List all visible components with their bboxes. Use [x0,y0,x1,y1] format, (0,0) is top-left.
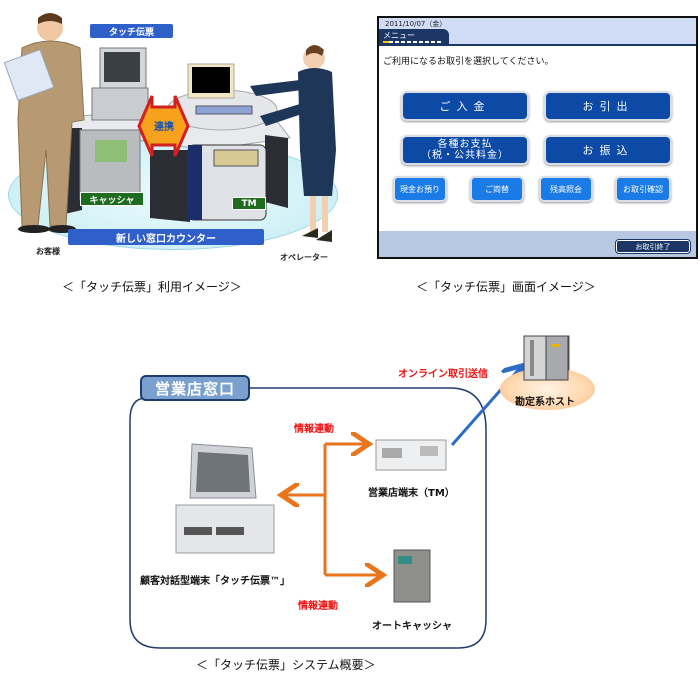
tm-device [375,439,447,471]
info-link-label-top: 情報連動 [294,424,334,435]
screen-header: 2011/10/07（金） メニュー [379,18,696,46]
touch-denpyo-screen: 2011/10/07（金） メニュー ご利用になるお取引を選択してください。 ご… [377,16,698,259]
new-counter-label: 新しい窓口カウンター [68,229,264,245]
touch-terminal-label: 顧客対話型端末「タッチ伝票™」 [140,576,290,587]
auto-cashier-device [393,549,431,603]
tm-terminal-label: 営業店端末（TM） [368,488,455,499]
tm-side [188,145,202,220]
exchange-button[interactable]: ご両替 [470,176,524,202]
payment-button[interactable]: 各種お支払 （税・公共料金） [401,135,529,165]
touch-terminal-device [175,443,275,554]
screen-instruction: ご利用になるお取引を選択してください。 [383,57,554,67]
cashier-slot [95,140,127,162]
touch-denpyo-label: タッチ伝票 [90,24,173,38]
deposit-button[interactable]: ご入金 [401,91,529,121]
operator-jacket [298,68,336,152]
tm-label: TM [232,197,266,210]
host-label: 勘定系ホスト [515,397,575,408]
branch-window-label: 営業店窓口 [140,375,250,401]
tm-tray [213,149,259,167]
usage-image-caption: ＜「タッチ伝票」利用イメージ＞ [62,280,242,294]
progress-dots [383,41,443,43]
cashier-label: キャッシャ [80,192,144,206]
transfer-button[interactable]: お振込 [544,135,672,165]
screen-date: 2011/10/07（金） [385,20,447,28]
renkei-double-arrow-icon [137,95,190,157]
withdraw-button[interactable]: お引出 [544,91,672,121]
transaction-confirm-button[interactable]: お取引確認 [615,176,671,202]
end-transaction-button[interactable]: お取引終了 [615,239,691,254]
renkei-label: 連携 [154,122,174,133]
payment-button-line2: （税・公共料金） [421,150,509,161]
screen-footer: お取引終了 [379,231,696,257]
usage-illustration: タッチ伝票 連携 キャッシャ TM 新しい窓口カウンター お客様 オペレーター [0,0,350,262]
customer-label: お客様 [36,247,60,256]
info-link-label-bottom: 情報連動 [298,601,338,612]
operator-skirt [300,150,336,196]
operator-label: オペレーター [280,253,328,262]
keyboard [195,105,253,115]
touch-terminal-screen [104,52,140,82]
menu-tab-label: メニュー [383,31,415,40]
cash-deposit-button[interactable]: 現金お預り [393,176,447,202]
payment-button-line1: 各種お支払 [437,139,493,150]
system-overview-caption: ＜「タッチ伝票」システム概要＞ [196,658,376,672]
customer-documents [3,49,55,101]
branch-boundary [129,387,487,649]
counter-scene [3,13,336,242]
balance-inquiry-button[interactable]: 残高照会 [539,176,593,202]
auto-cashier-label: オートキャッシャ [372,621,452,632]
online-send-label: オンライン取引送信 [398,369,488,380]
desk-panel-center [150,150,190,222]
screen-image-caption: ＜「タッチ伝票」画面イメージ＞ [416,280,596,294]
touch-terminal-base [91,87,149,121]
desk-panel-right [265,135,288,208]
host-server-icon [523,335,569,381]
menu-tab[interactable]: メニュー [379,29,449,46]
operator-screen [192,67,230,93]
